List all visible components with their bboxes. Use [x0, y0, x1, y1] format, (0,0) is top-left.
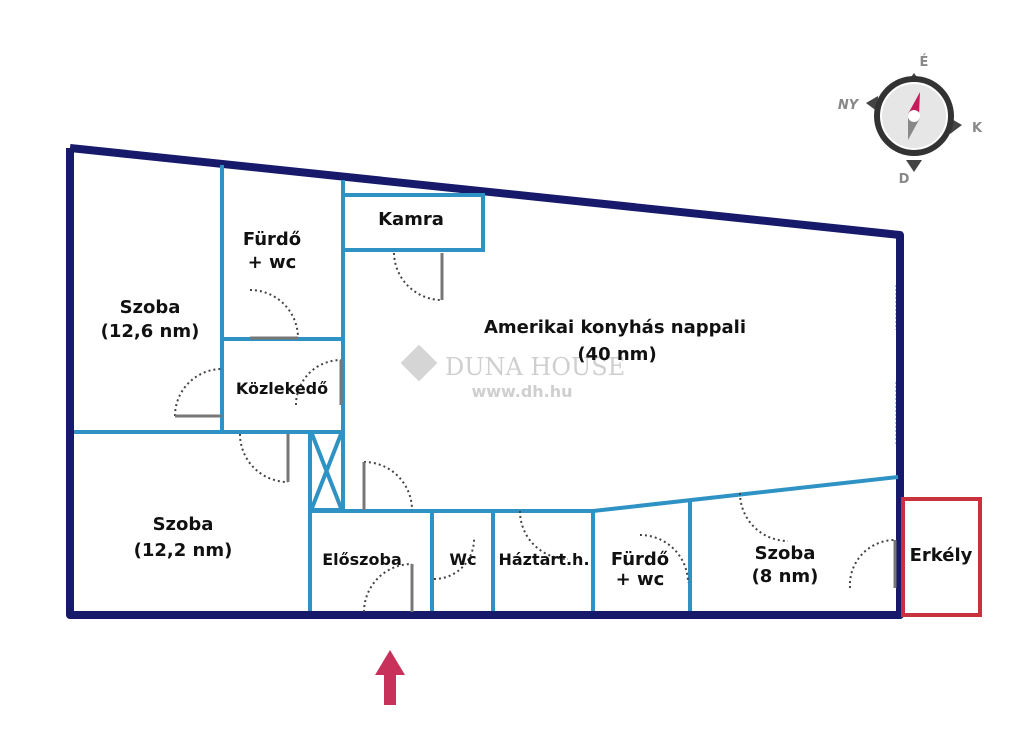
room-furdo-1-name: Fürdő — [243, 229, 301, 250]
compass-south: D — [899, 172, 910, 187]
room-kozlekedo: Közlekedő — [236, 379, 328, 398]
balcony-outline — [901, 497, 982, 617]
room-furdo-2-extra: + wc — [616, 569, 665, 590]
room-nappali-name: Amerikai konyhás nappali — [484, 317, 746, 338]
compass-north: É — [920, 54, 929, 70]
room-haztartasi: Háztart.h. — [498, 550, 589, 569]
room-eloszoba: Előszoba — [322, 550, 401, 569]
room-szoba-3-name: Szoba — [755, 543, 816, 564]
room-szoba-2-area: (12,2 nm) — [134, 540, 233, 561]
doors — [174, 252, 897, 613]
room-szoba-2-name: Szoba — [153, 514, 214, 535]
compass-west: NY — [838, 98, 860, 113]
room-nappali-area: (40 nm) — [577, 344, 656, 365]
room-erkely: Erkély — [910, 545, 973, 566]
room-szoba-1-area: (12,6 nm) — [101, 321, 200, 342]
room-szoba-3-area: (8 nm) — [752, 566, 819, 587]
outer-wall — [66, 144, 904, 619]
inner-walls — [74, 165, 899, 611]
room-furdo-1-extra: + wc — [248, 252, 297, 273]
watermark: DUNA HOUSE www.dh.hu — [400, 344, 625, 401]
room-kamra: Kamra — [378, 209, 444, 230]
entrance-arrow-icon — [375, 650, 405, 705]
room-furdo-2-name: Fürdő — [611, 549, 669, 570]
compass-icon: É NY K D — [838, 54, 983, 187]
room-szoba-1-name: Szoba — [120, 297, 181, 318]
watermark-url: www.dh.hu — [471, 382, 572, 401]
compass-east: K — [972, 121, 983, 136]
watermark-brand: DUNA HOUSE — [445, 353, 625, 381]
room-wc: Wc — [449, 550, 476, 569]
